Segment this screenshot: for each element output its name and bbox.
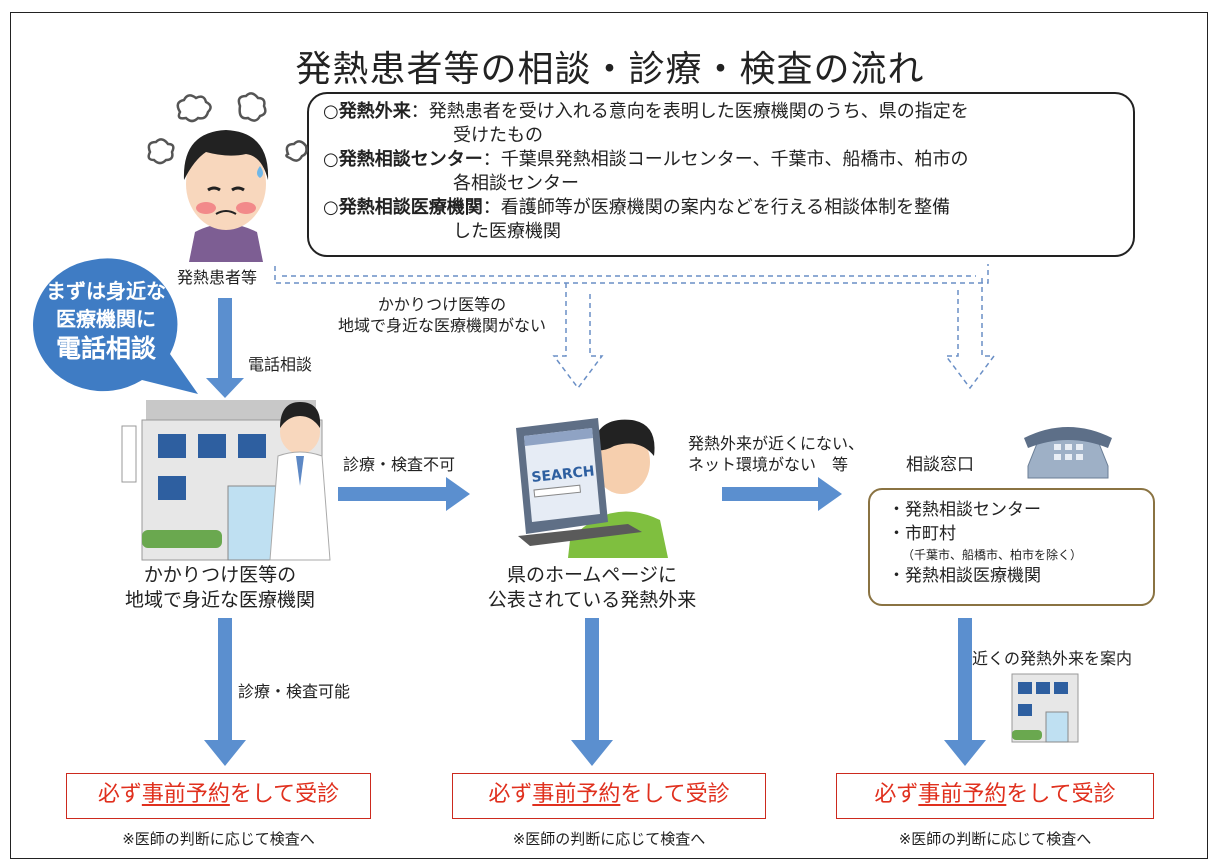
far-line2: ネット環境がない 等 xyxy=(688,455,849,474)
bullet: ○ xyxy=(323,149,339,170)
small-clinic-icon xyxy=(1011,673,1079,743)
note-right: ※医師の判断に応じて検査へ xyxy=(898,830,1092,848)
no-local-line1: かかりつけ医等の xyxy=(377,295,507,314)
counter-title: 相談窓口 xyxy=(906,455,974,475)
reserve-part2: をして受診 xyxy=(229,782,340,807)
homepage-line1: 県のホームページに xyxy=(506,564,678,586)
far-line1: 発熱外来が近くにない、 xyxy=(688,434,865,453)
solid-arrows xyxy=(204,298,986,766)
reserve-underlined: 事前予約 xyxy=(532,782,621,807)
definition-term: 発熱外来 xyxy=(338,101,411,122)
advice-bubble xyxy=(33,258,198,394)
no-local-clinic-label: かかりつけ医等の 地域で身近な医療機関がない xyxy=(312,294,572,336)
reservation-box-center: 必ず事前予約をして受診 xyxy=(452,773,766,819)
page-title: 発熱患者等の相談・診療・検査の流れ xyxy=(295,49,925,90)
advice-bubble-text: まずは身近な 医療機関に 電話相談 xyxy=(22,277,190,365)
bubble-line3: 電話相談 xyxy=(55,334,156,363)
arrow-possible xyxy=(204,618,246,766)
definition-consult-clinic: ○発熱相談医療機関：看護師等が医療機関の案内などを行える相談体制を整備 xyxy=(323,196,1119,220)
arrow-not-possible xyxy=(338,477,470,511)
fever-patient-icon xyxy=(147,92,308,262)
bullet: ○ xyxy=(323,197,339,218)
definitions-box: ○発熱外来：発熱患者を受け入れる意向を表明した医療機関のうち、県の指定を 受けた… xyxy=(307,92,1135,257)
definition-fever-clinic: ○発熱外来：発熱患者を受け入れる意向を表明した医療機関のうち、県の指定を xyxy=(323,100,1119,124)
laptop-search-icon: SEARCH xyxy=(516,418,668,558)
definition-text-cont: 各相談センター xyxy=(453,173,579,194)
definition-term: 発熱相談医療機関 xyxy=(338,197,483,218)
definition-consult-center: ○発熱相談センター：千葉県発熱相談コールセンター、千葉市、船橋市、柏市の xyxy=(323,148,1119,172)
dashed-arrow-homepage xyxy=(552,283,604,390)
definition-text: ：看護師等が医療機関の案内などを行える相談体制を整備 xyxy=(482,197,951,218)
note-center: ※医師の判断に応じて検査へ xyxy=(512,830,706,848)
local-clinic-line1: かかりつけ医等の xyxy=(143,564,297,586)
dashed-arrow-counter xyxy=(944,276,996,390)
patient-label: 発熱患者等 xyxy=(177,268,258,287)
reserve-part1: 必ず xyxy=(488,782,533,807)
arrow-guide xyxy=(944,618,986,766)
definition-term: 発熱相談センター xyxy=(338,149,483,170)
arrow-far xyxy=(722,477,842,511)
reserve-part2: をして受診 xyxy=(1006,782,1116,807)
definition-text: ：発熱患者を受け入れる意向を表明した医療機関のうち、県の指定を xyxy=(410,101,969,122)
note-left: ※医師の判断に応じて検査へ xyxy=(122,830,315,848)
bubble-line1: まずは身近な xyxy=(46,279,166,303)
bubble-shape xyxy=(33,258,198,394)
not-possible-label: 診療・検査不可 xyxy=(343,455,456,474)
phone-consult-label: 電話相談 xyxy=(248,355,313,374)
reserve-underlined: 事前予約 xyxy=(141,782,230,807)
bullet: ○ xyxy=(323,101,339,122)
arrow-homepage-down xyxy=(571,618,613,766)
telephone-icon xyxy=(1024,427,1112,479)
reservation-box-left: 必ず事前予約をして受診 xyxy=(66,773,371,819)
consultation-counter-box: ・発熱相談センター ・市町村 （千葉市、船橋市、柏市を除く） ・発熱相談医療機関 xyxy=(868,488,1155,606)
homepage-title: 県のホームページに 公表されている発熱外来 xyxy=(442,563,742,613)
counter-item-municipality: ・市町村 xyxy=(888,524,956,544)
no-local-line2: 地域で身近な医療機関がない xyxy=(337,316,546,335)
reserve-part1: 必ず xyxy=(97,782,142,807)
reserve-underlined: 事前予約 xyxy=(918,782,1007,807)
counter-item-clinic: ・発熱相談医療機関 xyxy=(888,566,1041,586)
definition-text-cont: した医療機関 xyxy=(453,221,561,242)
definition-text-cont: 受けたもの xyxy=(453,125,543,146)
search-text: SEARCH xyxy=(531,463,596,486)
arrow-phone xyxy=(206,298,244,398)
far-label: 発熱外来が近くにない、 ネット環境がない 等 xyxy=(688,433,888,475)
reserve-part1: 必ず xyxy=(874,782,919,807)
reservation-box-right: 必ず事前予約をして受診 xyxy=(836,773,1154,819)
clinic-building-icon xyxy=(121,400,331,561)
possible-label: 診療・検査可能 xyxy=(238,682,351,701)
homepage-line2: 公表されている発熱外来 xyxy=(487,589,697,611)
dashed-connectors xyxy=(274,264,996,390)
guide-label: 近くの発熱外来を案内 xyxy=(972,649,1133,668)
counter-item-municipality-note: （千葉市、船橋市、柏市を除く） xyxy=(902,548,1083,562)
counter-item-center: ・発熱相談センター xyxy=(888,500,1041,520)
reserve-part2: をして受診 xyxy=(620,782,730,807)
page-frame xyxy=(10,12,1208,859)
bubble-line2: 医療機関に xyxy=(56,307,156,331)
definition-text: ：千葉県発熱相談コールセンター、千葉市、船橋市、柏市の xyxy=(482,149,969,170)
local-clinic-title: かかりつけ医等の 地域で身近な医療機関 xyxy=(70,563,370,613)
local-clinic-line2: 地域で身近な医療機関 xyxy=(124,589,315,611)
dashed-line-main xyxy=(274,264,989,284)
